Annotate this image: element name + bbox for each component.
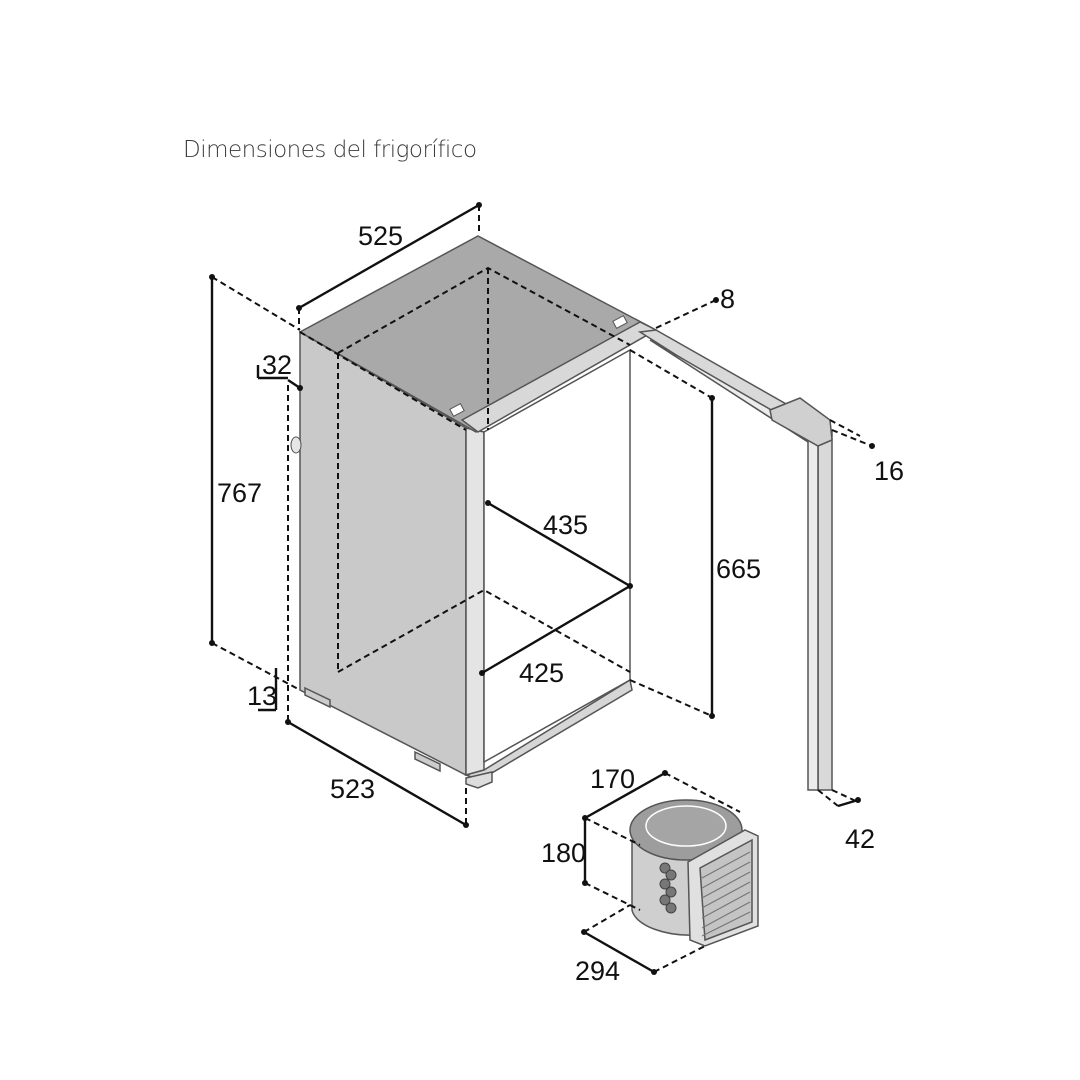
dim-inner-height: 665 [716, 554, 761, 584]
dim-door-thickness: 16 [874, 456, 904, 486]
dim-handle-offset: 32 [262, 350, 292, 380]
dim-door-gap: 8 [720, 284, 735, 314]
dim-compressor-depth: 170 [590, 764, 635, 794]
door-hinge [769, 397, 833, 447]
dim-foot-height: 13 [247, 681, 277, 711]
dim-width-top: 525 [358, 221, 403, 251]
dim-depth-bottom: 523 [330, 774, 375, 804]
dim-door-bottom: 42 [845, 824, 875, 854]
dim-inner-depth: 425 [519, 658, 564, 688]
fridge-front-frame [465, 427, 485, 776]
diagram-title: Dimensiones del frigorífico [183, 137, 477, 163]
compressor-unit [629, 799, 759, 947]
dim-compressor-height: 180 [541, 838, 586, 868]
dim-compressor-width: 294 [575, 956, 620, 986]
dim-height-total: 767 [217, 478, 262, 508]
dim-inner-width: 435 [543, 510, 588, 540]
